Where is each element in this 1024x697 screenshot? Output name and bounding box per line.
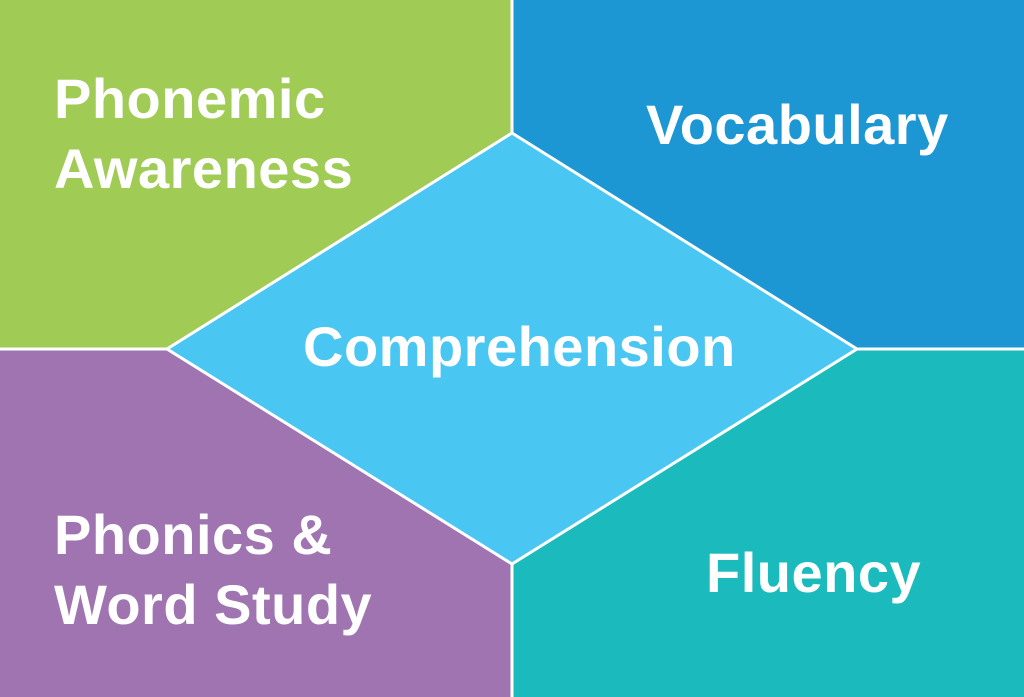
phonics-word-study-line-1: Phonics & (54, 503, 333, 566)
phonics-word-study-label: Phonics & Word Study (54, 500, 372, 640)
diamond-outline (164, 131, 860, 566)
vocabulary-line-1: Vocabulary (646, 93, 949, 156)
comprehension-label: Comprehension (303, 312, 736, 382)
phonemic-awareness-line-1: Phonemic (54, 67, 326, 130)
quadrant-vocabulary (512, 0, 1024, 349)
quadrant-phonemic-awareness (0, 0, 512, 349)
phonics-word-study-line-2: Word Study (54, 573, 373, 636)
fluency-label: Fluency (706, 538, 921, 608)
comprehension-text: Comprehension (303, 315, 736, 378)
quadrant-fluency (512, 349, 1024, 697)
phonemic-awareness-line-2: Awareness (54, 137, 354, 200)
quadrant-phonics-word-study (0, 349, 512, 697)
vocabulary-label: Vocabulary (646, 90, 949, 160)
phonemic-awareness-label: Phonemic Awareness (54, 64, 353, 204)
fluency-line-1: Fluency (706, 541, 922, 604)
